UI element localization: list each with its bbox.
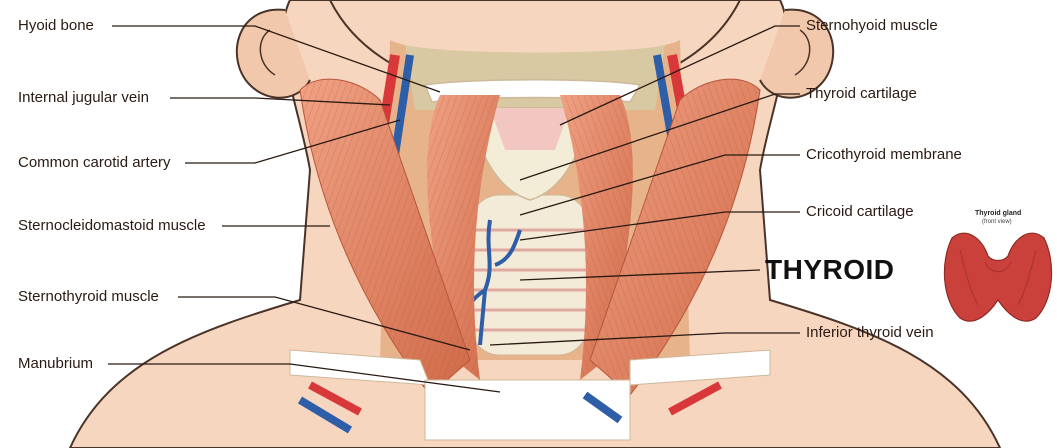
label-inferior-thyroid-vein: Inferior thyroid vein (806, 324, 934, 342)
label-thyroid-cartilage: Thyroid cartilage (806, 85, 917, 103)
inset-title: Thyroid gland (975, 210, 1021, 217)
label-manubrium: Manubrium (18, 355, 93, 373)
label-cricothyroid-membrane: Cricothyroid membrane (806, 146, 962, 164)
label-sternocleidomastoid-muscle: Sternocleidomastoid muscle (18, 217, 206, 235)
thyroid-label: THYROID (765, 254, 895, 286)
label-hyoid-bone: Hyoid bone (18, 17, 94, 35)
label-sternohyoid-muscle: Sternohyoid muscle (806, 17, 938, 35)
label-internal-jugular-vein: Internal jugular vein (18, 89, 149, 107)
inset-subtitle: (front view) (982, 219, 1012, 225)
label-cricoid-cartilage: Cricoid cartilage (806, 203, 914, 221)
inset-thyroid-gland-image (944, 233, 1051, 321)
label-sternothyroid-muscle: Sternothyroid muscle (18, 288, 159, 306)
label-common-carotid-artery: Common carotid artery (18, 154, 171, 172)
